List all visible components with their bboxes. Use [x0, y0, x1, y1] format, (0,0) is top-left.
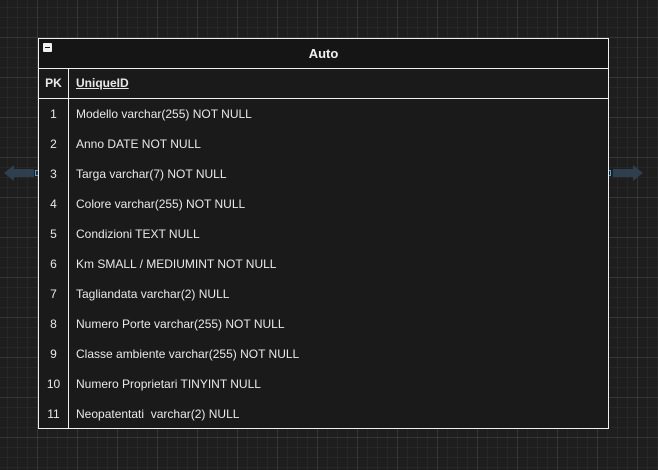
- attribute-field[interactable]: Anno DATE NOT NULL: [76, 137, 201, 151]
- entity-title: Auto: [308, 46, 339, 61]
- pk-label: PK: [45, 76, 62, 90]
- attribute-row[interactable]: 4 Colore varchar(255) NOT NULL: [39, 189, 608, 219]
- attribute-row[interactable]: 10 Numero Proprietari TINYINT NULL: [39, 369, 608, 399]
- attribute-key: 5: [50, 227, 57, 241]
- primary-key-row[interactable]: PK UniqueID: [39, 69, 608, 99]
- attribute-key: 6: [50, 257, 57, 271]
- attribute-row[interactable]: 6 Km SMALL / MEDIUMINT NOT NULL: [39, 249, 608, 279]
- attribute-row[interactable]: 5 Condizioni TEXT NULL: [39, 219, 608, 249]
- attribute-key: 7: [50, 287, 57, 301]
- attribute-field[interactable]: Neopatentati varchar(2) NULL: [76, 407, 240, 421]
- attribute-row[interactable]: 11 Neopatentati varchar(2) NULL: [39, 399, 608, 429]
- attribute-key: 4: [50, 197, 57, 211]
- attribute-field[interactable]: Classe ambiente varchar(255) NOT NULL: [76, 347, 300, 361]
- attribute-row[interactable]: 2 Anno DATE NOT NULL: [39, 129, 608, 159]
- attribute-key: 3: [50, 167, 57, 181]
- attribute-field[interactable]: Condizioni TEXT NULL: [76, 227, 200, 241]
- entity-table-auto[interactable]: Auto PK UniqueID 1 Modello varchar(255) N…: [38, 38, 609, 429]
- minus-square-icon[interactable]: [43, 43, 52, 52]
- attribute-key: 11: [47, 407, 60, 421]
- attribute-key: 10: [46, 377, 61, 391]
- attribute-field[interactable]: Km SMALL / MEDIUMINT NOT NULL: [76, 257, 277, 271]
- attribute-field[interactable]: Targa varchar(7) NOT NULL: [76, 167, 227, 181]
- attribute-field[interactable]: Modello varchar(255) NOT NULL: [76, 107, 252, 121]
- attribute-row[interactable]: 1 Modello varchar(255) NOT NULL: [39, 99, 608, 129]
- attribute-row[interactable]: 7 Tagliandata varchar(2) NULL: [39, 279, 608, 309]
- attribute-key: 2: [50, 137, 57, 151]
- attribute-row[interactable]: 9 Classe ambiente varchar(255) NOT NULL: [39, 339, 608, 369]
- attribute-row[interactable]: 3 Targa varchar(7) NOT NULL: [39, 159, 608, 189]
- arrow-left-icon[interactable]: [4, 164, 34, 182]
- attribute-row[interactable]: 8 Numero Porte varchar(255) NOT NULL: [39, 309, 608, 339]
- entity-header[interactable]: Auto: [39, 39, 608, 69]
- attribute-field[interactable]: Colore varchar(255) NOT NULL: [76, 197, 246, 211]
- attribute-field[interactable]: Tagliandata varchar(2) NULL: [76, 287, 230, 301]
- attribute-key: 1: [50, 107, 57, 121]
- attribute-field[interactable]: Numero Porte varchar(255) NOT NULL: [76, 317, 285, 331]
- attribute-key: 8: [50, 317, 57, 331]
- attribute-key: 9: [50, 347, 57, 361]
- attribute-list: 1 Modello varchar(255) NOT NULL 2 Anno DATE…: [39, 99, 608, 428]
- key-column-divider: [68, 69, 69, 428]
- arrow-right-icon[interactable]: [613, 164, 643, 182]
- attribute-field[interactable]: Numero Proprietari TINYINT NULL: [76, 377, 261, 391]
- pk-field[interactable]: UniqueID: [76, 76, 129, 90]
